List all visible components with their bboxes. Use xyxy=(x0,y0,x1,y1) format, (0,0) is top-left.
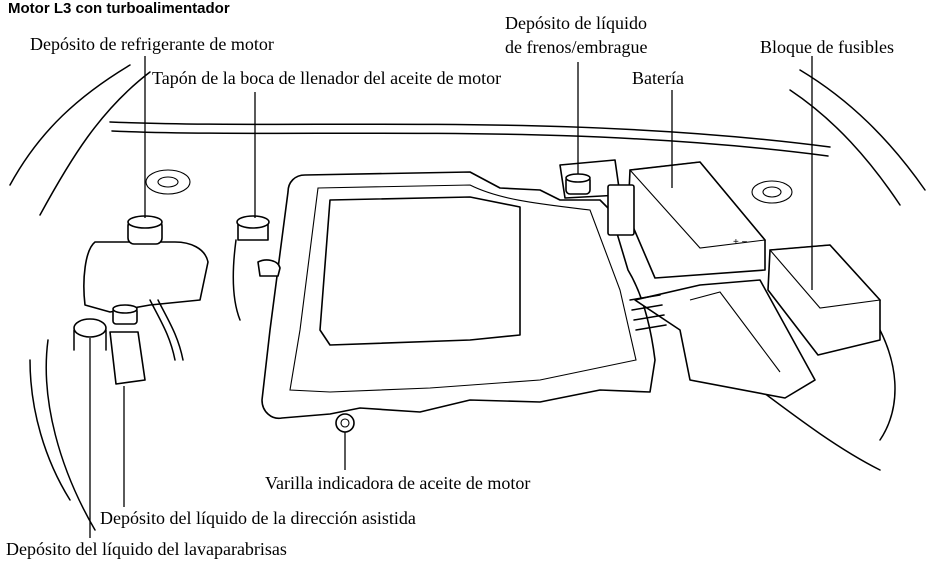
label-battery: Batería xyxy=(632,68,684,88)
label-oil-dipstick: Varilla indicadora de aceite de motor xyxy=(265,473,531,493)
label-power-steering-fluid: Depósito del líquido de la dirección asi… xyxy=(100,508,416,528)
label-brake-fluid-line1: Depósito de líquido xyxy=(505,13,647,33)
strut-tower-right xyxy=(751,180,793,204)
battery-terminal-symbols: + − xyxy=(733,237,748,248)
fender-outline-left xyxy=(9,64,151,531)
strut-tower-left xyxy=(145,169,191,195)
fender-outline-right xyxy=(759,69,926,471)
fuse-block-part xyxy=(767,244,882,356)
label-washer-fluid: Depósito del líquido del lavaparabrisas xyxy=(6,539,287,559)
coolant-reservoir-body xyxy=(83,215,209,361)
label-brake-fluid-line2: de frenos/embrague xyxy=(505,37,648,57)
label-oil-filler-cap: Tapón de la boca de llenador del aceite … xyxy=(152,68,502,88)
leader-lines xyxy=(89,56,813,538)
radiator-support-hose xyxy=(109,121,831,157)
oil-filler-cap-part xyxy=(232,215,281,321)
engine-cover xyxy=(261,171,656,433)
label-coolant-reservoir: Depósito de refrigerante de motor xyxy=(30,34,274,54)
label-fuse-block: Bloque de fusibles xyxy=(760,37,894,57)
washer-fluid-reservoir-part xyxy=(73,318,107,351)
air-intake-duct xyxy=(629,279,816,399)
diagram-title: Motor L3 con turboalimentador xyxy=(8,0,230,17)
power-steering-reservoir-part xyxy=(109,304,146,385)
battery-part: + − xyxy=(607,161,767,279)
